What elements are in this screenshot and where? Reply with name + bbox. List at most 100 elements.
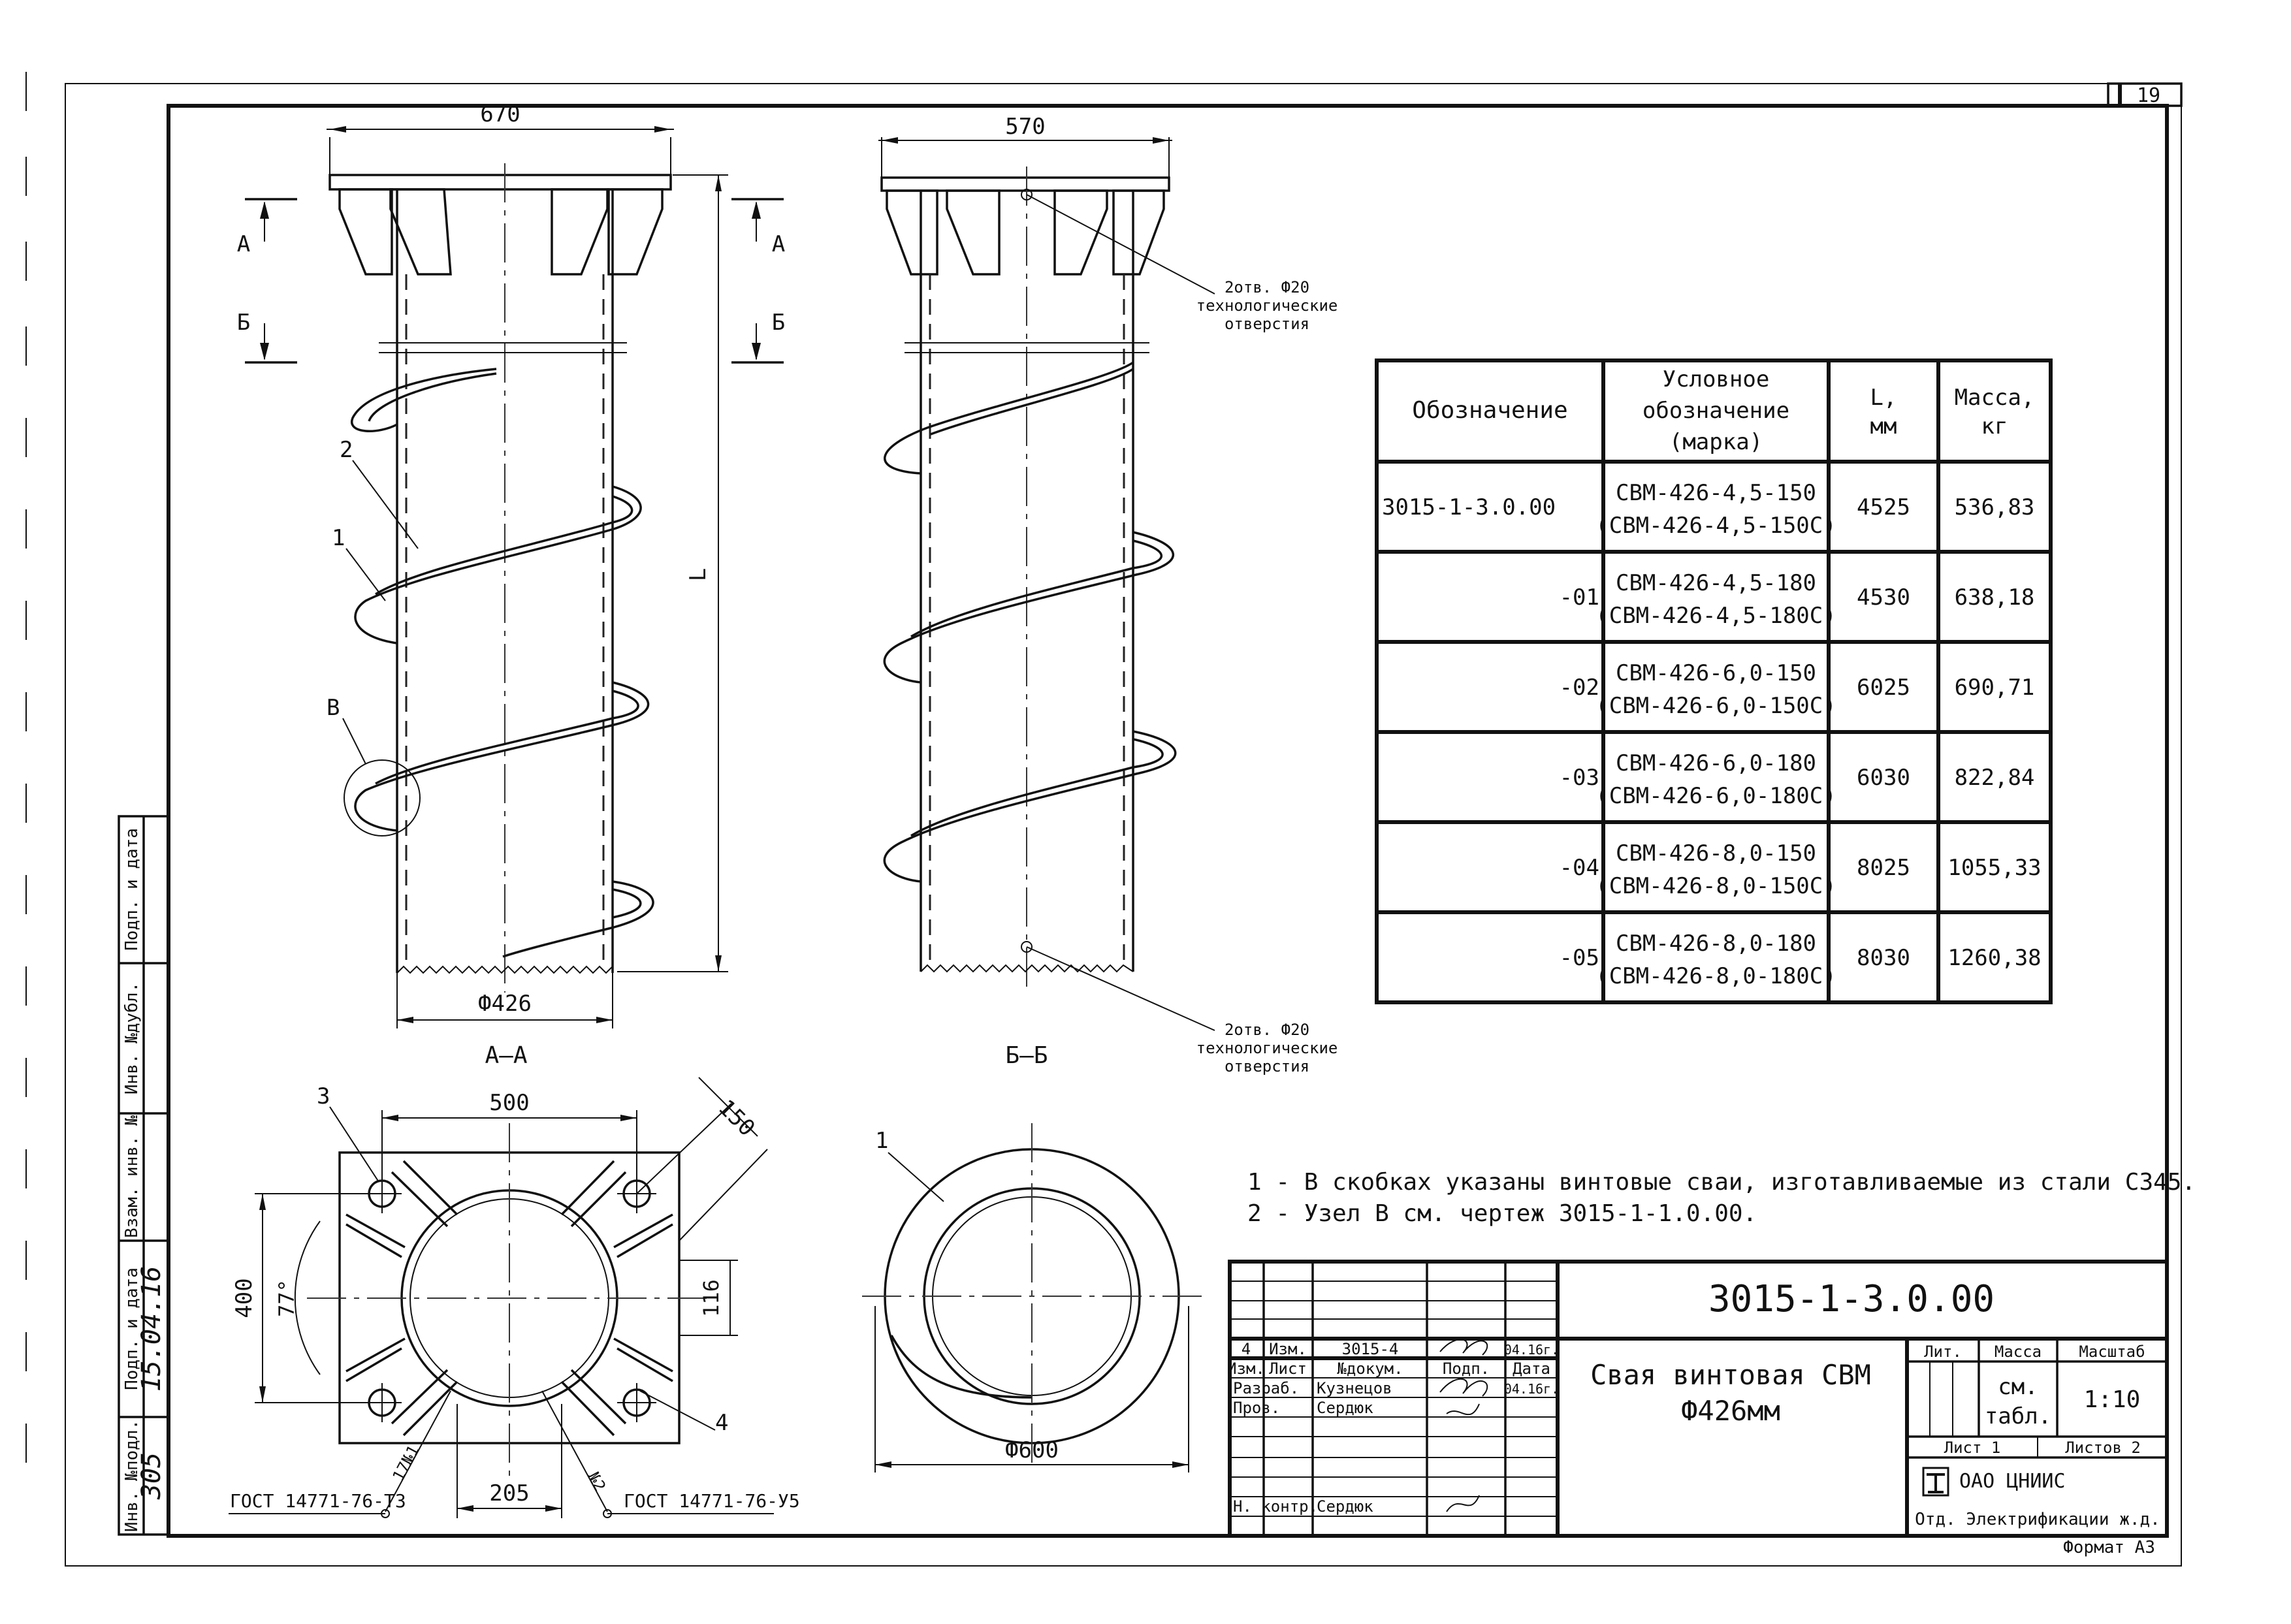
note-2: 2 - Узел В см. чертеж 3015-1-1.0.00. <box>1247 1200 1757 1227</box>
spec-row-mark-1: СВМ-426-8,0-180 <box>1616 931 1816 957</box>
spec-row-mark-1: СВМ-426-8,0-150 <box>1616 840 1816 867</box>
front-bottom-dim: Ф426 <box>478 991 532 1017</box>
spec-header-length-2: мм <box>1870 413 1897 439</box>
spec-row-mark-1: СВМ-426-4,5-180 <box>1616 570 1816 596</box>
front-length-label: L <box>685 568 711 581</box>
front-top-dim: 670 <box>480 101 520 127</box>
role-dev-date: 04.16г. <box>1504 1381 1559 1397</box>
title-line-1: Свая винтовая СВМ <box>1590 1359 1871 1391</box>
role-norm: Н. контр. <box>1233 1497 1318 1516</box>
org-dept: Отд. Электрификации ж.д. <box>1915 1510 2160 1529</box>
stamp-field-1: Инв. №подл. <box>122 1420 142 1532</box>
spec-row-designation: -03 <box>1560 765 1599 791</box>
section-a-right: А <box>772 231 785 257</box>
side-hole-bottom-1: 2отв. Ф20 <box>1225 1021 1309 1039</box>
spec-row-designation: -02 <box>1560 675 1599 701</box>
spec-row-mark-1: СВМ-426-6,0-150 <box>1616 660 1816 686</box>
node-b-label: В <box>327 695 340 721</box>
weld-2: №2 <box>585 1469 609 1495</box>
spec-row-mass: 690,71 <box>1955 675 2035 701</box>
spec-row-designation: -05 <box>1560 945 1599 971</box>
dim-600: Ф600 <box>1005 1437 1059 1463</box>
note-1: 1 - В скобках указаны винтовые сваи, изг… <box>1247 1169 2196 1196</box>
spec-row-mark-2: (СВМ-426-4,5-150С) <box>1595 513 1836 539</box>
spec-row-mark-2: (СВМ-426-8,0-180С) <box>1595 963 1836 989</box>
role-dev-name: Кузнецов <box>1317 1379 1392 1397</box>
spec-row-length: 8030 <box>1857 945 1910 971</box>
side-hole-bottom-3: отверстия <box>1225 1057 1309 1075</box>
bb-pos-1: 1 <box>875 1128 888 1154</box>
spec-header-mark-2: обозначение <box>1642 398 1789 424</box>
spec-table: ОбозначениеУсловноеобозначение(марка)L,м… <box>1375 358 2053 1004</box>
stamp-field-2: Подп. и дата <box>122 1267 142 1390</box>
spec-row-mark-2: (СВМ-426-6,0-150С) <box>1595 693 1836 719</box>
role-check: Пров. <box>1233 1399 1280 1417</box>
dim-500: 500 <box>489 1090 529 1116</box>
dim-77: 77° <box>274 1279 299 1317</box>
spec-row-mass: 1260,38 <box>1947 945 2041 971</box>
spec-row-mark-2: (СВМ-426-4,5-180С) <box>1595 603 1836 629</box>
spec-row-designation: -04 <box>1560 855 1599 881</box>
title-line-2: Ф426мм <box>1681 1395 1780 1427</box>
gost-right: ГОСТ 14771-76-У5 <box>624 1490 800 1512</box>
side-hole-top-1: 2отв. Ф20 <box>1225 278 1309 296</box>
hdr-izm: Изм. <box>1227 1360 1265 1378</box>
side-hole-top-3: отверстия <box>1225 315 1309 333</box>
role-check-name: Сердюк <box>1317 1399 1373 1417</box>
hdr-doc: №докум. <box>1337 1360 1403 1378</box>
stamp-sign: 15.04.16 <box>136 1266 167 1392</box>
side-hole-bottom-2: технологические <box>1196 1039 1338 1057</box>
role-dev: Разраб. <box>1233 1379 1299 1397</box>
side-stamp: Подп. и дата Инв. №дубл. Взам. инв. № По… <box>118 815 170 1536</box>
aa-pos-3: 3 <box>317 1083 330 1109</box>
sheets-label: Листов 2 <box>2065 1439 2141 1457</box>
section-aa: А–А 500 150 <box>229 1042 800 1518</box>
section-aa-title: А–А <box>485 1042 527 1069</box>
side-view: 570 2отв. Ф20 технологические отверстия … <box>878 114 1338 1075</box>
front-pos-2: 2 <box>340 437 353 463</box>
rev-change: Изм. <box>1269 1340 1307 1358</box>
spec-header-mass-1: Масса, <box>1955 385 2035 411</box>
spec-row-length: 6030 <box>1857 765 1910 791</box>
mass-value-1: см. <box>1998 1374 2038 1400</box>
spec-row-mass: 536,83 <box>1955 494 2035 520</box>
title-block: 3015-1-3.0.00 Свая винтовая СВМ Ф426мм 4… <box>1227 1260 2169 1538</box>
spec-row-mark-1: СВМ-426-4,5-150 <box>1616 480 1816 506</box>
dim-150: 150 <box>713 1094 760 1141</box>
spec-header-mass-2: кг <box>1981 413 2008 439</box>
section-bb-title: Б–Б <box>1005 1042 1048 1069</box>
spec-row-mark-2: (СВМ-426-6,0-180С) <box>1595 783 1836 809</box>
section-a-left: А <box>237 231 250 257</box>
spec-row-designation: 3015-1-3.0.00 <box>1382 494 1556 520</box>
scale-value: 1:10 <box>2084 1386 2141 1413</box>
spec-row-mark-2: (СВМ-426-8,0-150С) <box>1595 873 1836 899</box>
section-b-right: Б <box>772 310 785 336</box>
stamp-field-5: Подп. и дата <box>122 828 142 951</box>
dim-116: 116 <box>699 1279 724 1317</box>
spec-row-length: 6025 <box>1857 675 1910 701</box>
rev-date: 04.16г. <box>1504 1342 1559 1358</box>
side-hole-top-2: технологические <box>1196 296 1338 315</box>
weld-1: 17№1 <box>389 1442 423 1484</box>
rev-num: 4 <box>1242 1340 1251 1358</box>
doc-code: 3015-1-3.0.00 <box>1708 1278 1995 1320</box>
hdr-list: Лист <box>1269 1360 1307 1378</box>
stamp-inv: 305 <box>136 1452 167 1500</box>
aa-pos-4: 4 <box>715 1410 728 1436</box>
scale-label: Масштаб <box>2079 1343 2145 1361</box>
sheet-outer-border <box>65 83 2182 1567</box>
spec-row-length: 4530 <box>1857 584 1910 611</box>
format-label: Формат А3 <box>2063 1538 2155 1557</box>
sheet-number: 19 <box>2137 84 2160 107</box>
sheet-number-box: 19 <box>2107 82 2183 107</box>
mass-label: Масса <box>1995 1343 2042 1361</box>
node-b-circle <box>344 759 421 836</box>
spec-header-designation: Обозначение <box>1412 397 1567 424</box>
spec-row-mass: 1055,33 <box>1947 855 2041 881</box>
role-norm-name: Сердюк <box>1317 1497 1373 1516</box>
gost-left: ГОСТ 14771-76-Т3 <box>230 1490 406 1512</box>
spec-header-mark-1: Условное <box>1663 366 1770 392</box>
org-name: ОАО ЦНИИС <box>1959 1470 2066 1493</box>
sheet-label: Лист 1 <box>1944 1439 2001 1457</box>
